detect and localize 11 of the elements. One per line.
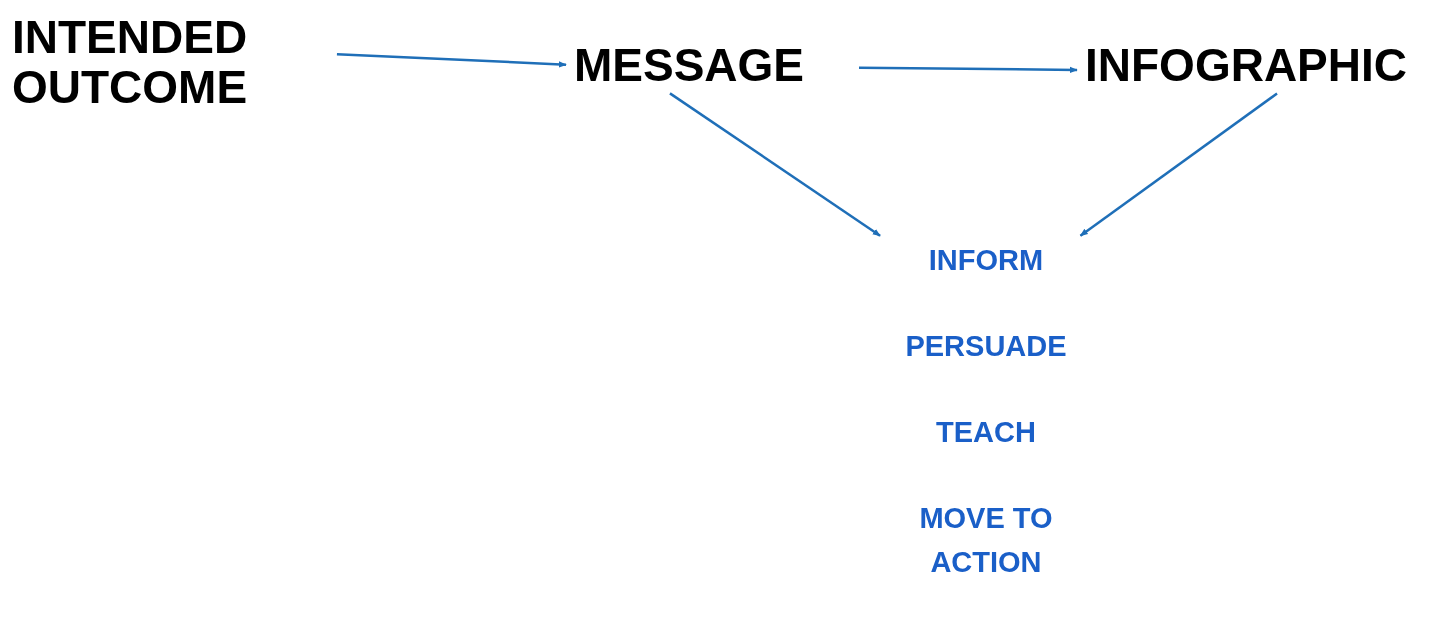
arrow xyxy=(1079,92,1278,237)
list-item: INFORM xyxy=(927,243,1045,278)
list-item: TEACH xyxy=(935,415,1037,450)
arrow xyxy=(336,53,567,68)
heading-text: INTENDED OUTCOME xyxy=(12,12,249,112)
list-item: PERSUADE xyxy=(904,329,1068,364)
heading-text: INFOGRAPHIC xyxy=(1085,40,1408,90)
arrow xyxy=(859,66,1078,74)
heading-text: MESSAGE xyxy=(574,40,806,90)
list-item: MOVE TO ACTION xyxy=(918,501,1054,580)
arrow xyxy=(669,92,881,237)
